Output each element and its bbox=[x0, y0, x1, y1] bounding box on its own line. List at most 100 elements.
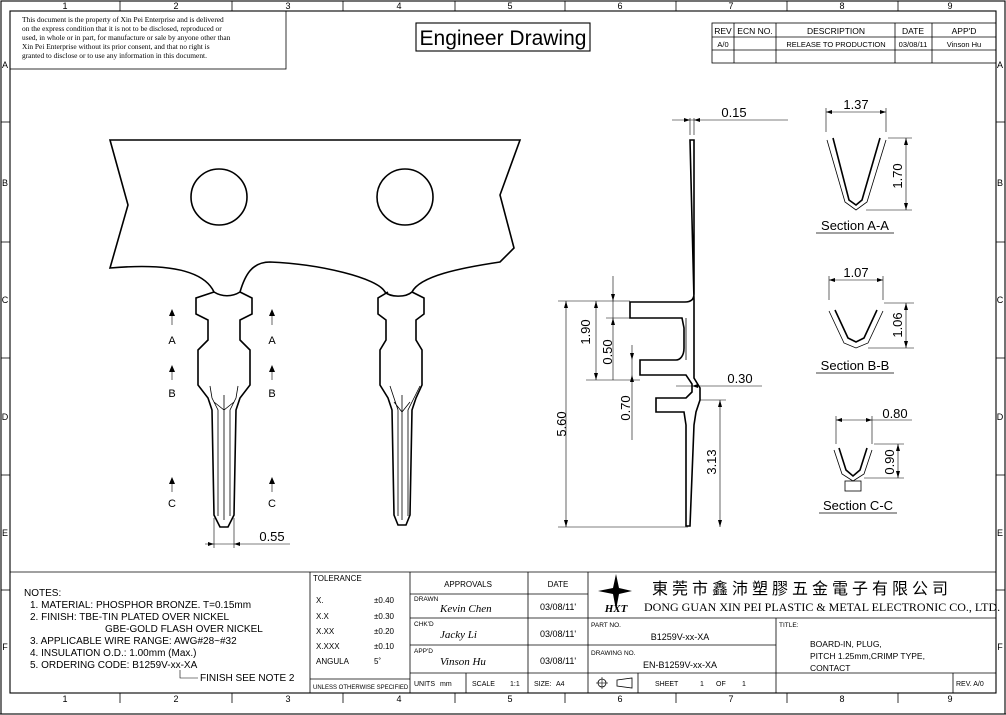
grid-col-8-bottom: 8 bbox=[839, 694, 844, 704]
tolerance-label-xxx: X.XX bbox=[316, 627, 335, 636]
grid-row-labels-left: A B C D E F bbox=[2, 60, 9, 652]
title-line-3: CONTACT bbox=[810, 663, 850, 673]
note-1: 1. MATERIAL: PHOSPHOR BRONZE. T=0.15mm bbox=[30, 600, 251, 611]
dimension-5-60: 5.60 bbox=[554, 411, 569, 436]
finish-callout: FINISH SEE NOTE 2 bbox=[200, 673, 295, 684]
grid-row-labels-right: A B C D E F bbox=[997, 60, 1004, 652]
grid-col-1-bottom: 1 bbox=[62, 694, 67, 704]
disclaimer-line-3: used, in whole or in part, for manufactu… bbox=[22, 33, 231, 42]
description-value: RELEASE TO PRODUCTION bbox=[786, 40, 885, 49]
title-box: Engineer Drawing bbox=[415, 22, 591, 52]
section-b-b: 1.07 1.06 Section B-B bbox=[816, 265, 914, 374]
title-block-frame bbox=[10, 571, 996, 693]
approved-date: 03/08/11' bbox=[540, 656, 576, 666]
company-logo: HXT bbox=[604, 603, 629, 615]
section-mark-b-left: B bbox=[168, 388, 175, 400]
grid-col-9-bottom: 9 bbox=[947, 694, 952, 704]
page-title: Engineer Drawing bbox=[420, 27, 587, 50]
tolerance-label-angle: ANGULA bbox=[316, 657, 350, 666]
grid-row-a: A bbox=[2, 60, 8, 70]
grid-row-b: B bbox=[2, 178, 8, 188]
projection-symbol-icon bbox=[596, 677, 633, 689]
note-3: 3. APPLICABLE WIRE RANGE: AWG#28~#32 bbox=[30, 636, 237, 647]
grid-col-1: 1 bbox=[62, 1, 67, 11]
company-block: HXT 東莞市鑫沛塑膠五金電子有限公司 DONG GUAN XIN PEI PL… bbox=[598, 574, 1000, 615]
dimension-1-90: 1.90 bbox=[578, 319, 593, 344]
grid-column-labels-top: 1 2 3 4 5 6 7 8 9 bbox=[62, 1, 952, 11]
terminal-right bbox=[377, 291, 425, 526]
section-b-width: 1.07 bbox=[843, 265, 868, 280]
date-header: DATE bbox=[902, 26, 924, 36]
tolerance-value-x: ±0.40 bbox=[374, 596, 395, 605]
part-no-value: B1259V-xx-XA bbox=[651, 632, 710, 642]
sheet-label: SHEET bbox=[655, 681, 679, 688]
disclaimer-box: This document is the property of Xin Pei… bbox=[9, 10, 287, 70]
section-c-label: Section C-C bbox=[823, 498, 893, 513]
grid-col-7-bottom: 7 bbox=[728, 694, 733, 704]
grid-col-3-bottom: 3 bbox=[285, 694, 290, 704]
terminal-left bbox=[195, 291, 253, 528]
company-name-en: DONG GUAN XIN PEI PLASTIC & METAL ELECTR… bbox=[644, 600, 1000, 614]
dimension-0-55: 0.55 bbox=[259, 529, 284, 544]
grid-row-e-right: E bbox=[997, 528, 1003, 538]
description-header: DESCRIPTION bbox=[807, 26, 865, 36]
rev-value: A/0 bbox=[717, 40, 728, 49]
of-label: OF bbox=[716, 681, 726, 688]
grid-col-7: 7 bbox=[728, 1, 733, 11]
disclaimer-line-1: This document is the property of Xin Pei… bbox=[22, 15, 224, 24]
grid-col-2: 2 bbox=[173, 1, 178, 11]
title-block-label: TITLE: bbox=[779, 622, 799, 629]
grid-col-8: 8 bbox=[839, 1, 844, 11]
disclaimer-line-2: on the express condition that it is not … bbox=[22, 24, 222, 33]
grid-col-4-bottom: 4 bbox=[396, 694, 401, 704]
sheet-value: 1 bbox=[700, 681, 704, 688]
grid-row-f: F bbox=[2, 642, 8, 652]
section-a-label: Section A-A bbox=[821, 218, 889, 233]
approved-header: APP'D bbox=[952, 26, 977, 36]
grid-row-a-right: A bbox=[997, 60, 1003, 70]
title-line-1: BOARD-IN, PLUG, bbox=[810, 639, 882, 649]
dimension-0-30: 0.30 bbox=[727, 371, 752, 386]
grid-col-4: 4 bbox=[396, 1, 401, 11]
size-value: A4 bbox=[556, 681, 565, 688]
tolerance-label-x: X. bbox=[316, 596, 324, 605]
grid-row-e: E bbox=[2, 528, 8, 538]
drawn-date: 03/08/11' bbox=[540, 602, 576, 612]
section-mark-c-left: C bbox=[168, 498, 176, 510]
part-block: PART NO. B1259V-xx-XA DRAWING NO. EN-B12… bbox=[591, 622, 925, 673]
section-mark-c-right: C bbox=[268, 498, 276, 510]
grid-row-b-right: B bbox=[997, 178, 1003, 188]
tolerance-block: TOLERANCE X. ±0.40 X.X ±0.30 X.XX ±0.20 … bbox=[313, 574, 409, 691]
section-a-a: 1.37 1.70 Section A-A bbox=[816, 97, 912, 234]
section-a-width: 1.37 bbox=[843, 97, 868, 112]
checked-date: 03/08/11' bbox=[540, 629, 576, 639]
section-c-c: 0.80 0.90 Section C-C bbox=[819, 406, 912, 514]
disclaimer-line-4: Xin Pei Enterprise without its prior con… bbox=[22, 42, 210, 51]
section-mark-a-right: A bbox=[268, 335, 276, 347]
disclaimer-line-5: granted to disclose or to use any inform… bbox=[22, 51, 207, 60]
grid-col-5-bottom: 5 bbox=[507, 694, 512, 704]
grid-col-9: 9 bbox=[947, 1, 952, 11]
scale-value: 1:1 bbox=[510, 681, 520, 688]
grid-col-3: 3 bbox=[285, 1, 290, 11]
approvals-block: APPROVALS DATE DRAWN Kevin Chen 03/08/11… bbox=[414, 580, 576, 668]
approved-name: Vinson Hu bbox=[440, 656, 486, 668]
grid-col-6: 6 bbox=[617, 1, 622, 11]
tolerance-value-xxxx: ±0.10 bbox=[374, 642, 395, 651]
note-2: 2. FINISH: TBE-TIN PLATED OVER NICKEL bbox=[30, 612, 230, 623]
of-value: 1 bbox=[742, 681, 746, 688]
footer-row: UNITS mm SCALE 1:1 SIZE: A4 SHEET 1 OF 1… bbox=[414, 677, 984, 689]
rev-label: REV. A/0 bbox=[956, 681, 984, 688]
drawing-no-value: EN-B1259V-xx-XA bbox=[643, 660, 717, 670]
pilot-hole-left bbox=[190, 168, 248, 226]
section-c-height: 0.90 bbox=[882, 449, 897, 474]
tolerance-value-xx: ±0.30 bbox=[374, 612, 395, 621]
carrier-strip bbox=[108, 139, 522, 297]
scale-label: SCALE bbox=[472, 681, 495, 688]
approvals-date-heading: DATE bbox=[548, 580, 569, 589]
grid-row-c-right: C bbox=[997, 295, 1004, 305]
tolerance-value-xxx: ±0.20 bbox=[374, 627, 395, 636]
size-label: SIZE: bbox=[534, 681, 552, 688]
